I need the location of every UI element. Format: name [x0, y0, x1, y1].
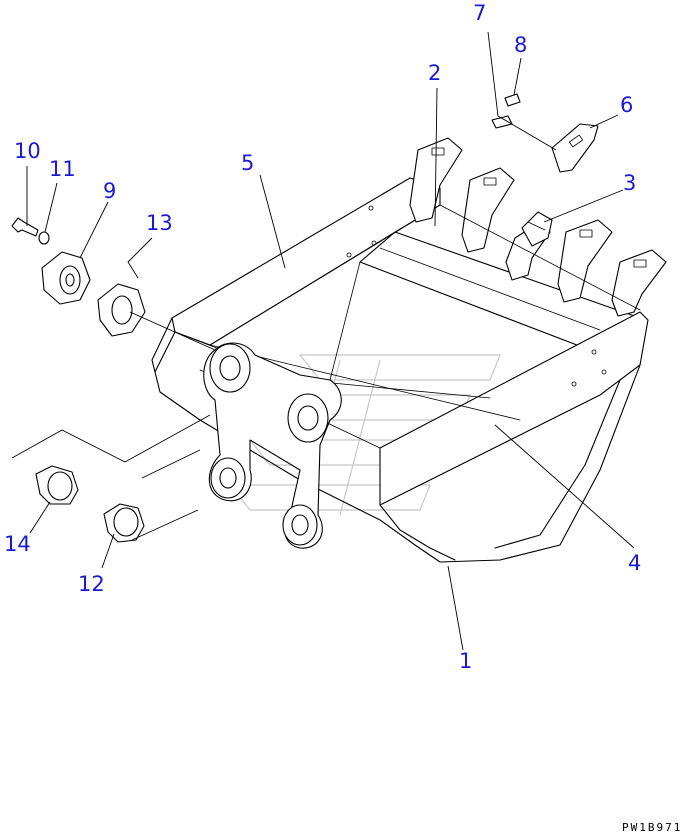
callout-13: 13	[146, 211, 173, 235]
left-side-plate	[171, 177, 441, 346]
lock-part-8	[504, 93, 521, 107]
side-plate-holes	[346, 205, 607, 387]
callout-10: 10	[14, 139, 41, 163]
callout-8: 8	[514, 33, 527, 57]
callout-4: 4	[628, 551, 641, 575]
callout-6: 6	[620, 93, 633, 117]
callout-7: 7	[473, 1, 486, 25]
callout-12: 12	[78, 572, 105, 596]
callout-1: 1	[459, 649, 472, 673]
callout-5: 5	[241, 151, 254, 175]
bushing-part-14	[35, 465, 79, 505]
drawing-code: PW1B971	[622, 821, 682, 834]
callout-2: 2	[428, 61, 441, 85]
callout-labels: 1 2 3 4 5 6 7 8 9 10 11 12 13 14	[4, 1, 641, 673]
adapter-part-3	[521, 211, 553, 247]
collar-part-9	[41, 251, 91, 305]
bushing-part-12	[103, 503, 145, 543]
bolt-part-10	[11, 217, 39, 237]
shim-part-13	[97, 283, 146, 337]
hinge-brackets	[203, 342, 342, 549]
callout-11: 11	[49, 157, 76, 181]
callout-9: 9	[103, 179, 116, 203]
tooth-2	[461, 167, 515, 253]
tooth-part-6	[551, 123, 599, 173]
leader-lines	[11, 31, 635, 651]
callout-14: 14	[4, 532, 31, 556]
callout-3: 3	[623, 171, 636, 195]
tooth-5	[611, 249, 667, 317]
tooth-4	[557, 219, 613, 303]
washer-part-11	[38, 231, 50, 245]
bucket-body	[151, 177, 649, 563]
